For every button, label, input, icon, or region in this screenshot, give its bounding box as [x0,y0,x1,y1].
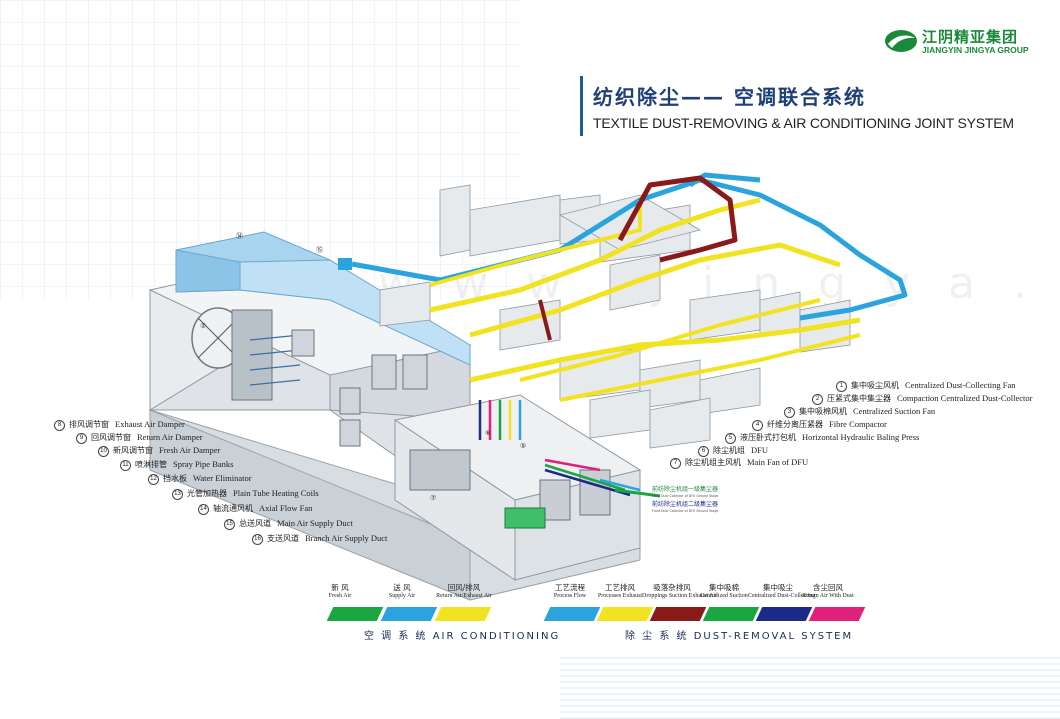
duct-network [351,172,908,498]
brand-name-cn: 江阴精亚集团 [922,28,1019,46]
flow-label-a: 前纺除尘机组一级集尘器 [652,485,718,493]
swatch-process-flow [543,607,601,621]
title-accent-bar [580,76,583,136]
swatch-droppings-suction [649,607,707,621]
swatch-return-exhaust-air [434,607,492,621]
system-label-dust: 除 尘 系 统 DUST-REMOVAL SYSTEM [625,631,854,642]
swatch-processes-exhaust [596,607,654,621]
diagram-markers: ⑭ ⑮ ① ⑦ ⑥ ⑤ [200,232,526,502]
dfu-flow-labels: 前纺除尘机组一级集尘器 Front Dust Collector of DFU … [652,485,718,513]
swatch-fresh-air [326,607,384,621]
system-label-ac: 空 调 系 统 AIR CONDITIONING [364,631,561,642]
flow-label-b: 前纺除尘机组二级集尘器 [652,500,718,508]
page-title-en: TEXTILE DUST-REMOVING & AIR CONDITIONING… [593,115,1014,131]
marker-5: ⑤ [520,442,526,450]
swatch-centralized-suction [702,607,760,621]
swatch-centralized-dust-collecting [755,607,813,621]
page-title-cn: 纺织除尘—— 空调联合系统 [593,85,866,109]
marker-7: ⑦ [430,494,436,502]
ac-plant-building [148,231,641,601]
marker-1: ① [200,322,206,330]
swatch-return-air-with-dust [808,607,866,621]
swatch-supply-air [380,607,438,621]
marker-15: ⑮ [316,246,323,254]
background-stripes [560,655,1060,719]
brand-logo: 江阴精亚集团 JIANGYIN JINGYA GROUP [884,24,1029,58]
flow-label-a-sub: Front Dust Collector of DFU Ground Stage [652,494,718,498]
flow-label-b-sub: Front Dust Collector of DFU Second Stage [652,509,718,513]
marker-6: ⑥ [485,429,491,437]
marker-14: ⑭ [236,232,243,240]
brand-leaf-icon [885,30,917,52]
brand-name-en: JIANGYIN JINGYA GROUP [922,45,1029,55]
dfu-room [393,394,642,581]
